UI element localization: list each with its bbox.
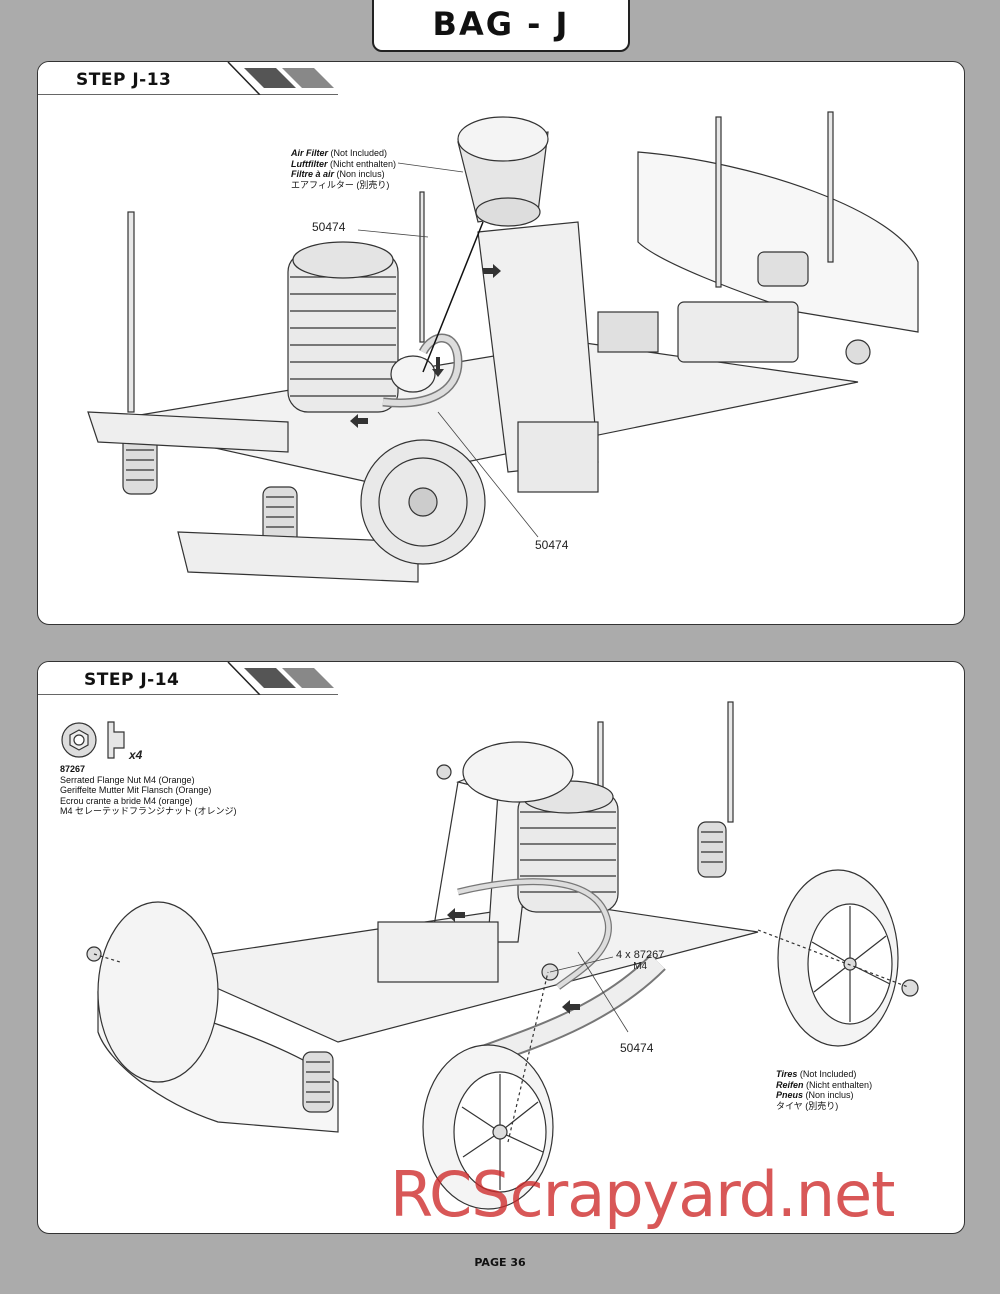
page-number: PAGE 36 (474, 1256, 526, 1269)
part-callout-50474-bottom: 50474 (535, 538, 569, 552)
step-j13-panel: STEP J-13 (37, 61, 965, 625)
hardware-part-no: 87267 (60, 764, 86, 774)
nut-callout-size: M4 (633, 961, 648, 972)
air-filter-en: Air Filter (291, 148, 329, 158)
chassis-engine-drawing (87, 111, 919, 583)
air-filter-jp: エアフィルター (別売り) (291, 179, 390, 190)
hardware-line-fr: Ecrou crante a bride M4 (orange) (60, 795, 193, 806)
air-filter-fr: Filtre à air (291, 169, 335, 179)
hardware-line-jp: M4 セレーテッドフランジナット (オレンジ) (60, 806, 237, 816)
step-tab-shape (38, 62, 338, 95)
part-callout-50474: 50474 (620, 1041, 654, 1055)
air-filter-de-note: (Nicht enthalten) (330, 158, 397, 169)
tires-fr-note: (Non inclus) (805, 1090, 854, 1100)
nut-callout: 4 x 87267 M4 (616, 949, 664, 972)
hardware-line-de: Geriffelte Mutter Mit Flansch (Orange) (60, 785, 212, 795)
step-j14-panel: STEP J-14 (37, 661, 965, 1234)
air-filter-en-note: (Not Included) (330, 148, 388, 158)
bag-title: BAG - J (372, 0, 630, 52)
hardware-qty: x4 (129, 748, 143, 762)
flange-nut-icon (61, 721, 125, 759)
step-tab-shape (38, 662, 338, 695)
tires-en-note: (Not Included) (799, 1069, 857, 1079)
car-assembly-drawing (61, 701, 919, 1210)
hardware-description: 87267 Serrated Flange Nut M4 (Orange) Ge… (60, 764, 237, 817)
nut-callout-count: 4 x 87267 (616, 949, 665, 961)
tires-de: Reifen (776, 1079, 804, 1090)
watermark: RCScrapyard.net (390, 1158, 895, 1231)
tires-de-note: (Nicht enthalten) (806, 1079, 873, 1090)
tires-jp: タイヤ (別売り) (776, 1100, 839, 1111)
hardware-line-en: Serrated Flange Nut M4 (Orange) (60, 774, 195, 785)
tires-fr: Pneus (776, 1090, 804, 1100)
tires-en: Tires (776, 1069, 798, 1079)
air-filter-de: Luftfilter (291, 158, 328, 169)
step-j13-label: STEP J-13 (76, 70, 172, 90)
air-filter-fr-note: (Non inclus) (336, 169, 385, 179)
tires-label: Tires (Not Included) Reifen (Nicht entha… (776, 1069, 872, 1111)
air-filter-label: Air Filter (Not Included) Luftfilter (Ni… (291, 148, 396, 190)
part-callout-50474-top: 50474 (312, 220, 346, 234)
step-j14-label: STEP J-14 (84, 670, 180, 690)
